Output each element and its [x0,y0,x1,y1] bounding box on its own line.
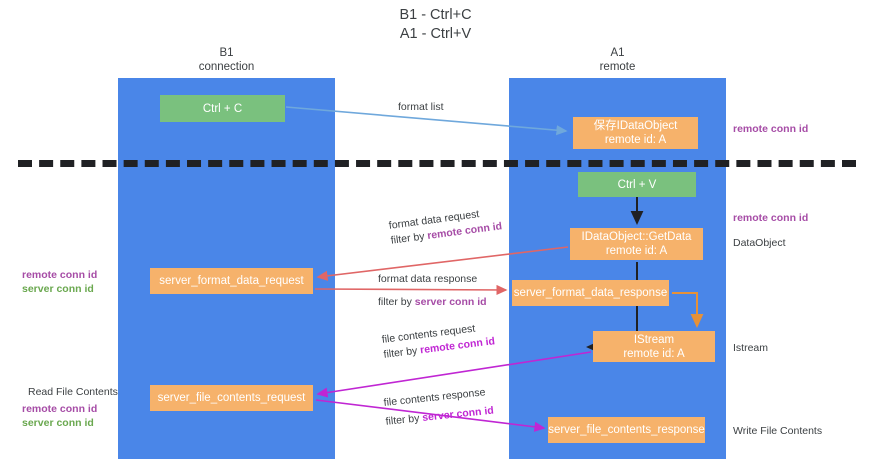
node-getdata-label: IDataObject::GetData [581,231,692,243]
node-idataobject[interactable]: 保存IDataObject remote id: A [573,117,698,149]
node-istream-sublabel: remote id: A [623,347,685,360]
edge-label-format-data-response: format data response filter by server co… [378,272,487,310]
node-server-format-data-response[interactable]: server_format_data_response [512,280,669,306]
annotation-right-dataobject: DataObject [733,236,786,250]
node-server-format-data-request[interactable]: server_format_data_request [150,268,313,294]
swimlane-header-a1: A1 remote [509,46,726,74]
annotation-text: Write File Contents [733,425,823,437]
annotation-text-server-conn-id: server conn id [22,283,94,295]
edge-label-format-list-text: format list [398,101,444,113]
annotation-left-conn-ids-1: remote conn id server conn id [22,268,97,296]
swimlane-a1-subtitle: remote [599,61,636,73]
annotation-text: remote conn id [733,123,809,135]
node-server-file-contents-request[interactable]: server_file_contents_request [150,385,313,411]
filter-key-server-conn-id: server conn id [421,404,495,424]
filter-prefix: filter by [378,296,415,308]
annotation-text: Read File Contents [28,386,118,398]
annotation-left-read-file-contents: Read File Contents [28,385,118,399]
node-file-contents-request-label: server_file_contents_request [157,392,306,404]
edge-label-format-data-request: format data request filter by remote con… [388,204,503,248]
node-ctrl-v[interactable]: Ctrl + V [578,172,696,197]
annotation-text: remote conn id [733,212,809,224]
node-idataobject-sublabel: remote id: A [604,134,667,146]
node-getdata-sublabel: remote id: A [605,245,668,257]
swimlane-b1-name: B1 [219,47,234,59]
node-istream-label: IStream [633,333,675,346]
node-format-data-response-label: server_format_data_response [513,287,668,299]
page-title-line1: B1 - Ctrl+C [399,7,472,23]
filter-prefix: filter by [390,230,429,247]
edge-label-file-contents-response: file contents response filter by server … [383,385,495,430]
edge-label-format-list: format list [398,100,444,115]
filter-key-server-conn-id: server conn id [414,296,487,308]
filter-prefix: filter by [382,344,421,361]
edge-label-format-data-response-text: format data response [378,273,478,285]
swimlane-header-b1: B1 connection [118,46,335,74]
page-title-line2: A1 - Ctrl+V [399,26,472,42]
annotation-text-remote-conn-id: remote conn id [22,403,98,415]
edge-label-file-contents-request: file contents request filter by remote c… [381,319,496,362]
node-ctrl-v-label: Ctrl + V [617,178,657,191]
annotation-text: Istream [733,342,769,354]
filter-prefix: filter by [385,412,423,428]
page-title: B1 - Ctrl+C A1 - Ctrl+V [0,6,871,44]
node-file-contents-response-label: server_file_contents_response [548,424,705,436]
annotation-left-conn-ids-2: remote conn id server conn id [22,402,97,430]
node-ctrl-c-label: Ctrl + C [202,102,243,115]
node-ctrl-c[interactable]: Ctrl + C [160,95,285,122]
swimlane-a1-name: A1 [610,47,625,59]
edge-label-format-data-response-filter: filter by server conn id [378,295,487,310]
swimlane-b1-subtitle: connection [198,61,255,73]
node-idataobject-label: 保存IDataObject [593,120,678,132]
annotation-text-server-conn-id: server conn id [22,417,94,429]
annotation-text: DataObject [733,237,786,249]
phase-divider [18,160,856,167]
node-istream[interactable]: IStream remote id: A [593,331,715,362]
annotation-right-remote-conn-id-2: remote conn id [733,211,808,225]
annotation-right-remote-conn-id-1: remote conn id [733,122,808,136]
annotation-right-write-file-contents: Write File Contents [733,424,822,438]
annotation-right-istream: Istream [733,341,768,355]
node-idataobject-getdata[interactable]: IDataObject::GetData remote id: A [570,228,703,260]
node-server-file-contents-response[interactable]: server_file_contents_response [548,417,705,443]
annotation-text-remote-conn-id: remote conn id [22,269,98,281]
node-format-data-request-label: server_format_data_request [159,275,304,287]
